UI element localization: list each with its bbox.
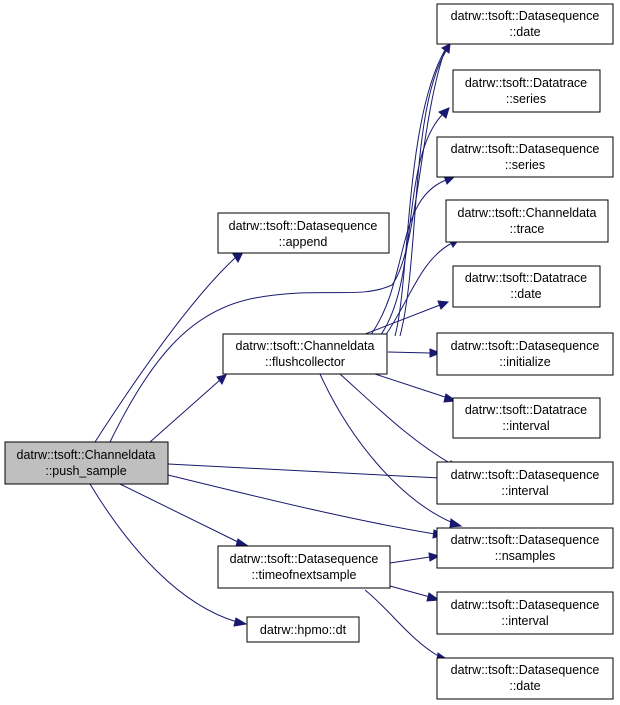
node-dt-date-line2: ::date xyxy=(510,287,541,301)
node-ds-interval-b[interactable]: datrw::tsoft::Datasequence ::interval xyxy=(436,591,614,635)
edge-flushcollector-to-dt-interval xyxy=(374,373,458,403)
node-timeofnextsample-line2: ::timeofnextsample xyxy=(252,568,357,582)
node-append[interactable]: datrw::tsoft::Datasequence ::append xyxy=(217,212,390,254)
edge-flushcollector-to-ds-nsamples xyxy=(319,373,463,528)
node-dt-date-line1: datrw::tsoft::Datatrace xyxy=(465,271,587,285)
node-ds-nsamples-line1: datrw::tsoft::Datasequence xyxy=(451,533,600,547)
node-dt-interval-line2: ::interval xyxy=(502,419,549,433)
edge-push-sample-to-flushcollector xyxy=(149,374,227,443)
node-ds-date-bot-line2: ::date xyxy=(509,679,540,693)
edge-layer xyxy=(89,43,463,662)
edge-push-sample-to-hpmo-dt xyxy=(89,483,248,627)
node-push-sample[interactable]: datrw::tsoft::Channeldata ::push_sample xyxy=(4,441,169,485)
node-timeofnextsample-line1: datrw::tsoft::Datasequence xyxy=(230,552,379,566)
node-flushcollector-line2: ::flushcollector xyxy=(265,355,345,369)
node-ds-interval-b-line2: ::interval xyxy=(501,614,548,628)
node-ds-interval-a-line1: datrw::tsoft::Datasequence xyxy=(451,468,600,482)
node-push-sample-line1: datrw::tsoft::Channeldata xyxy=(17,448,156,462)
node-layer: datrw::tsoft::Channeldata ::push_sample … xyxy=(4,3,614,700)
node-ds-date-top-line1: datrw::tsoft::Datasequence xyxy=(451,9,600,23)
node-ds-nsamples[interactable]: datrw::tsoft::Datasequence ::nsamples xyxy=(436,527,614,569)
edge-push-sample-to-ds-nsamples xyxy=(167,474,446,539)
node-ds-series[interactable]: datrw::tsoft::Datasequence ::series xyxy=(436,136,614,178)
node-ds-interval-a-line2: ::interval xyxy=(501,484,548,498)
node-timeofnextsample[interactable]: datrw::tsoft::Datasequence ::timeofnexts… xyxy=(217,545,391,589)
node-dt-date[interactable]: datrw::tsoft::Datatrace ::date xyxy=(452,265,601,308)
node-cd-trace-line2: ::trace xyxy=(510,222,545,236)
node-dt-series-line2: ::series xyxy=(506,92,546,106)
node-append-line2: ::append xyxy=(279,235,328,249)
node-ds-interval-b-line1: datrw::tsoft::Datasequence xyxy=(451,598,600,612)
edge-flushcollector-to-ds-initialize xyxy=(387,348,442,358)
node-cd-trace[interactable]: datrw::tsoft::Channeldata ::trace xyxy=(445,199,609,243)
edge-flushcollector-to-dt-series xyxy=(379,107,450,337)
node-dt-interval-line1: datrw::tsoft::Datatrace xyxy=(465,403,587,417)
node-ds-initialize-line2: ::initialize xyxy=(499,355,550,369)
node-ds-date-bot-line1: datrw::tsoft::Datasequence xyxy=(451,663,600,677)
node-ds-nsamples-line2: ::nsamples xyxy=(495,549,555,563)
edge-flushcollector-to-dt-date xyxy=(359,300,450,337)
edge-push-sample-to-timeofnext xyxy=(119,483,250,547)
node-ds-interval-a[interactable]: datrw::tsoft::Datasequence ::interval xyxy=(436,461,614,505)
node-hpmo-dt-line1: datrw::hpmo::dt xyxy=(260,623,347,637)
edge-push-sample-to-ds-interval-a xyxy=(167,463,452,483)
edge-flushcollector-to-cd-trace xyxy=(384,238,460,337)
node-flushcollector-line1: datrw::tsoft::Channeldata xyxy=(236,339,375,353)
node-append-line1: datrw::tsoft::Datasequence xyxy=(229,219,378,233)
node-flushcollector[interactable]: datrw::tsoft::Channeldata ::flushcollect… xyxy=(222,333,388,375)
node-ds-initialize[interactable]: datrw::tsoft::Datasequence ::initialize xyxy=(436,332,614,376)
edge-timeofnext-to-ds-nsamples xyxy=(389,552,441,564)
node-ds-date-bot[interactable]: datrw::tsoft::Datasequence ::date xyxy=(436,657,614,700)
node-ds-series-line2: ::series xyxy=(505,158,545,172)
edge-push-sample-to-append xyxy=(94,251,244,443)
node-dt-series[interactable]: datrw::tsoft::Datatrace ::series xyxy=(452,69,601,113)
node-push-sample-line2: ::push_sample xyxy=(45,464,126,478)
node-ds-initialize-line1: datrw::tsoft::Datasequence xyxy=(451,339,600,353)
node-dt-series-line1: datrw::tsoft::Datatrace xyxy=(465,76,587,90)
node-cd-trace-line1: datrw::tsoft::Channeldata xyxy=(458,206,597,220)
edge-flushcollector-to-ds-date-top xyxy=(394,49,447,337)
node-ds-date-top[interactable]: datrw::tsoft::Datasequence ::date xyxy=(436,3,614,45)
edge-push-sample-to-ds-date-top xyxy=(109,43,451,443)
node-hpmo-dt[interactable]: datrw::hpmo::dt xyxy=(246,616,360,643)
node-ds-date-top-line2: ::date xyxy=(509,25,540,39)
edge-flushcollector-to-ds-interval-a xyxy=(339,373,462,470)
node-dt-interval[interactable]: datrw::tsoft::Datatrace ::interval xyxy=(452,397,601,439)
edge-timeofnext-to-ds-interval-b xyxy=(389,585,441,602)
node-ds-series-line1: datrw::tsoft::Datasequence xyxy=(451,142,600,156)
